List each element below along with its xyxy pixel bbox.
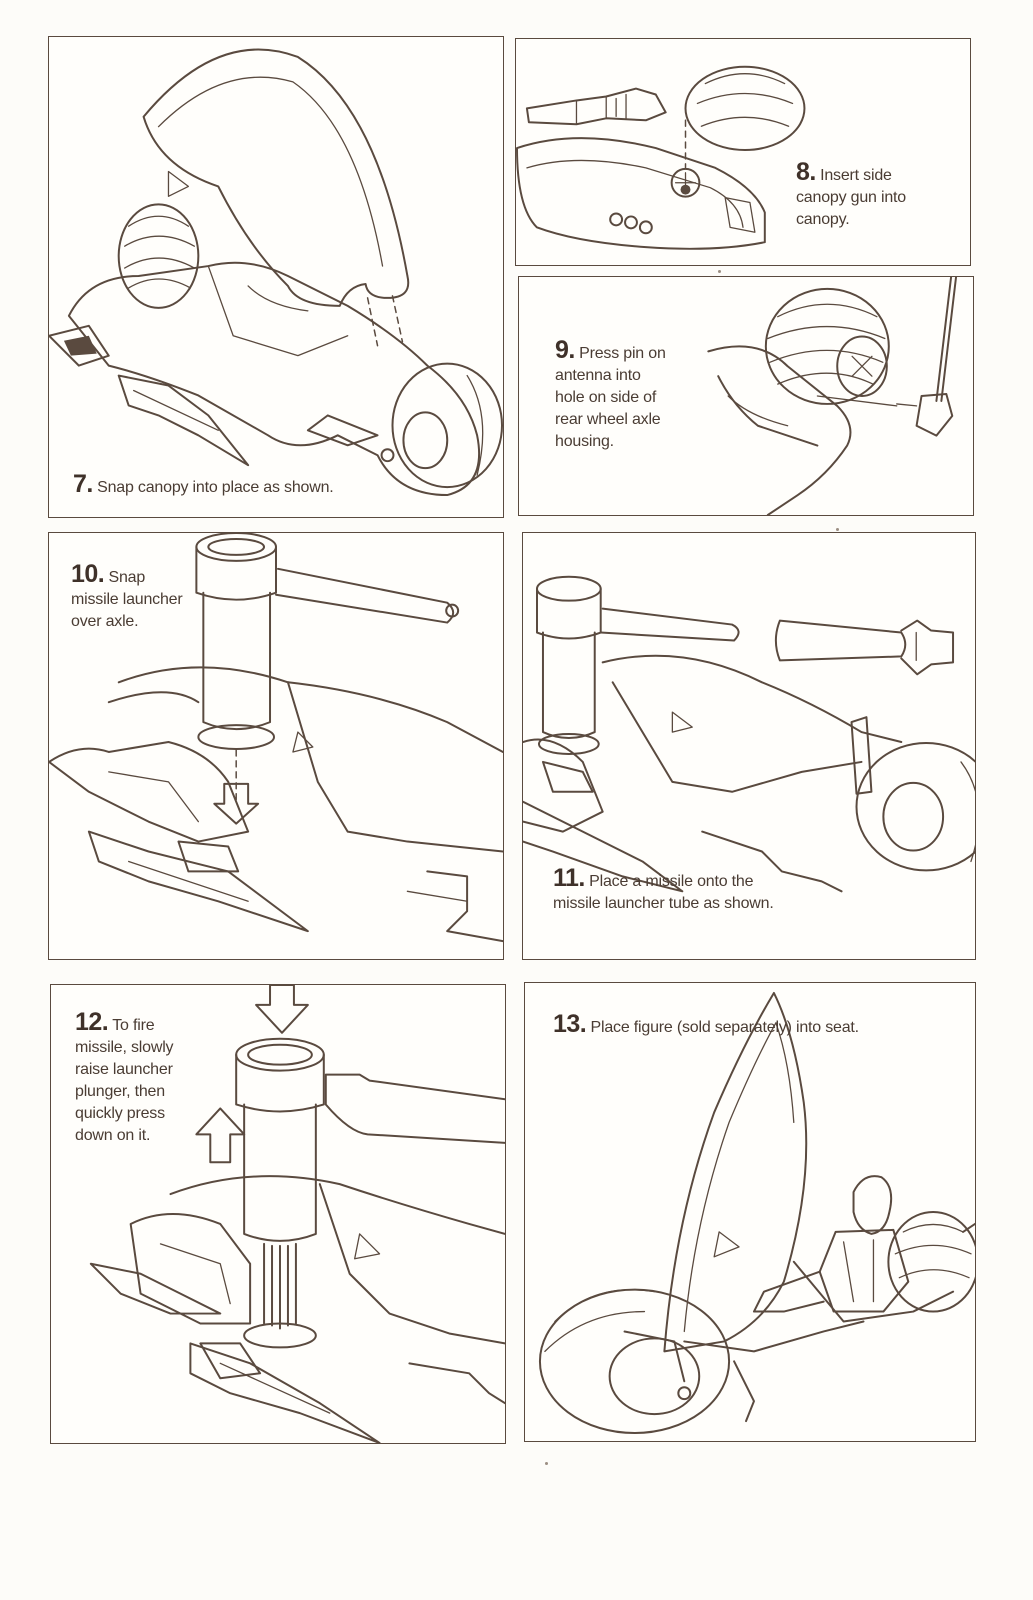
step-7-panel: 7. Snap canopy into place as shown. <box>48 36 504 518</box>
step-7-illustration <box>49 48 503 497</box>
step-8-illustration <box>516 65 806 250</box>
step-9-caption: 9. Press pin on antenna into hole on sid… <box>555 336 666 453</box>
step-12-illustration <box>89 985 505 1443</box>
step-7-text: Snap canopy into place as shown. <box>97 479 334 496</box>
scan-speck <box>545 1462 548 1465</box>
step-8-number: 8. <box>796 158 816 186</box>
step-13-text: Place figure (sold separately) into seat… <box>590 1019 860 1036</box>
step-10-panel: 10. Snap missile launcher over axle. <box>48 532 504 960</box>
step-13-number: 13. <box>553 1010 587 1038</box>
step-12-panel: 12. To fire missile, slowly raise launch… <box>50 984 506 1444</box>
step-10-illustration <box>49 533 503 943</box>
step-11-panel: 11. Place a missile onto the missile lau… <box>522 532 976 960</box>
step-9-illustration <box>707 277 958 515</box>
step-9-number: 9. <box>555 336 575 364</box>
step-13-panel: 13. Place figure (sold separately) into … <box>524 982 976 1442</box>
step-9-panel: 9. Press pin on antenna into hole on sid… <box>518 276 974 516</box>
up-arrow-icon <box>195 1107 246 1164</box>
step-7-caption: 7. Snap canopy into place as shown. <box>73 470 334 499</box>
step-11-illustration <box>523 575 975 893</box>
down-arrow-icon <box>255 985 309 1034</box>
step-10-text: Snap missile launcher over axle. <box>71 569 183 630</box>
step-13-illustration <box>538 991 975 1435</box>
step-11-text: Place a missile onto the missile launche… <box>553 873 774 912</box>
step-11-number: 11. <box>553 864 585 892</box>
step-10-number: 10. <box>71 560 105 588</box>
step-9-text: Press pin on antenna into hole on side o… <box>555 345 666 450</box>
step-8-panel: 8. Insert side canopy gun into canopy. <box>515 38 971 266</box>
step-11-caption: 11. Place a missile onto the missile lau… <box>553 864 774 915</box>
step-8-text: Insert side canopy gun into canopy. <box>796 167 906 228</box>
step-12-text: To fire missile, slowly raise launcher p… <box>75 1017 174 1144</box>
step-8-caption: 8. Insert side canopy gun into canopy. <box>796 158 906 231</box>
step-12-number: 12. <box>75 1008 109 1036</box>
step-10-caption: 10. Snap missile launcher over axle. <box>71 560 183 633</box>
scan-speck <box>718 270 721 273</box>
scan-speck <box>836 528 839 531</box>
step-12-caption: 12. To fire missile, slowly raise launch… <box>75 1008 174 1147</box>
step-7-number: 7. <box>73 470 93 498</box>
step-13-caption: 13. Place figure (sold separately) into … <box>553 1010 860 1039</box>
